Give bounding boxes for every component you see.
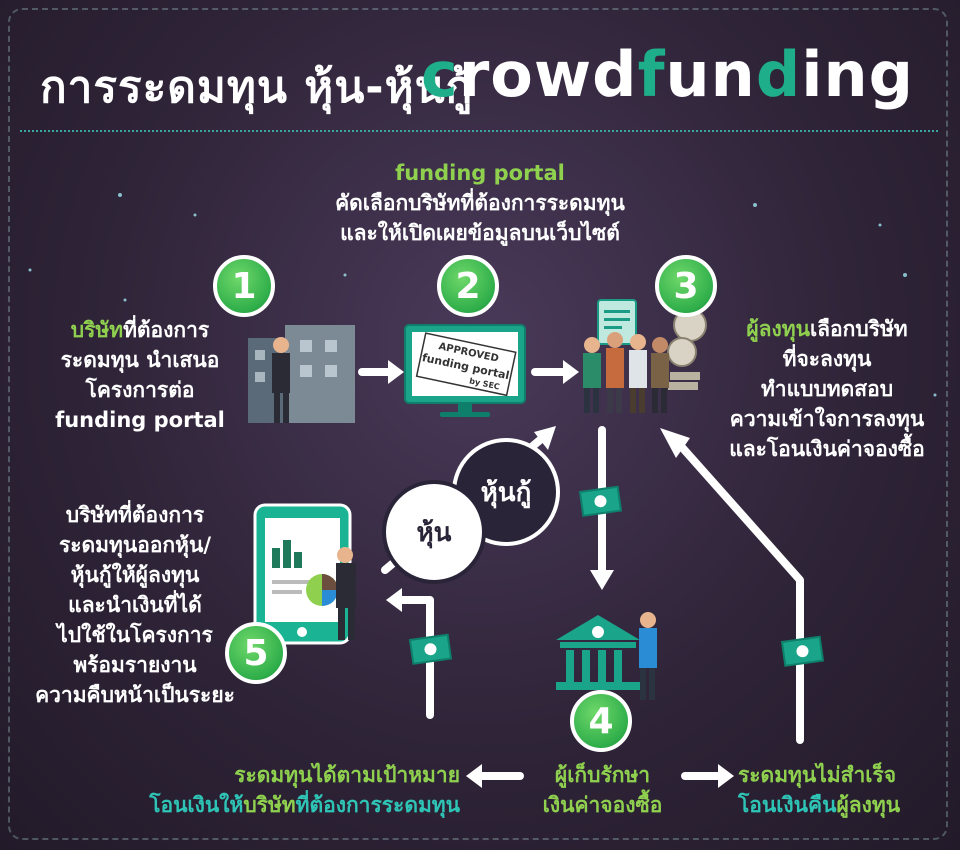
step-1-badge: 1: [213, 255, 275, 317]
building-icon: [248, 325, 355, 423]
success-text: ระดมทุนได้ตามเป้าหมาย โอนเงินให้บริษัทที…: [140, 760, 460, 820]
title-crowdfunding-part: rowd: [458, 38, 638, 111]
step-3-l2: ที่จะลงทุน: [782, 347, 872, 371]
monitor-icon: APPROVED funding portal by SEC: [404, 324, 526, 417]
step-2-badge: 2: [437, 255, 499, 317]
money-icon: [408, 485, 825, 667]
title-crowdfunding-part: ing: [801, 38, 914, 111]
step-3-investor: ผู้ลงทุน: [746, 317, 810, 341]
fail-l1: ระดมทุนไม่สำเร็จ: [738, 763, 897, 787]
step-3-text: ผู้ลงทุนเลือกบริษัท ที่จะลงทุน ทำแบบทดสอ…: [712, 314, 942, 464]
page-frame: [8, 8, 948, 840]
step-5-l4: และนำเงินที่ได้: [68, 593, 202, 617]
portal-line-1: คัดเลือกบริษัทที่ต้องการระดมทุน: [335, 191, 625, 215]
title-crowdfunding-part: f: [637, 38, 666, 111]
step-5-l5: ไปใช้ในโครงการ: [57, 623, 213, 647]
step-4-text: ผู้เก็บรักษา เงินค่าจองซื้อ: [520, 760, 685, 820]
step-3-l4: ความเข้าใจการลงทุน: [729, 407, 925, 431]
step-3-l1: เลือกบริษัท: [809, 317, 908, 341]
fail-text: ระดมทุนไม่สำเร็จ โอนเงินคืนผู้ลงทุน: [738, 760, 938, 820]
success-transfer: โอนเงินให้: [149, 793, 244, 817]
step-5-l2: ระดมทุนออกหุ้น/: [58, 533, 212, 557]
tablet-chart-icon: [253, 503, 356, 645]
portal-description: funding portal คัดเลือกบริษัทที่ต้องการร…: [260, 158, 700, 248]
portal-line-2: และให้เปิดเผยข้อมูลบนเว็บไซต์: [340, 221, 620, 245]
step-1-l1: ที่ต้องการ: [123, 318, 210, 342]
bank-icon: [556, 612, 657, 700]
success-rest: ที่ต้องการระดมทุน: [295, 793, 460, 817]
investors-icon: [583, 299, 707, 413]
step-3-l3: ทำแบบทดสอบ: [760, 377, 894, 401]
step-3-badge: 3: [655, 255, 717, 317]
step-5-l7: ความคืบหน้าเป็นระยะ: [35, 683, 235, 707]
step-5-badge: 5: [225, 622, 287, 684]
title-crowdfunding-part: un: [665, 38, 756, 111]
step-1-l4: funding portal: [55, 408, 225, 432]
step-4-l1: ผู้เก็บรักษา: [554, 763, 651, 787]
fail-investor: ผู้ลงทุน: [836, 793, 901, 817]
step-5-text: บริษัทที่ต้องการ ระดมทุนออกหุ้น/ หุ้นกู้…: [20, 500, 250, 710]
step-3-l5: และโอนเงินค่าจองซื้อ: [729, 437, 925, 461]
title-crowdfunding: crowdfunding: [421, 38, 914, 111]
success-l1: ระดมทุนได้ตามเป้าหมาย: [234, 763, 460, 787]
step-4-l2: เงินค่าจองซื้อ: [542, 793, 663, 817]
title-crowdfunding-part: d: [755, 38, 802, 111]
step-4-badge: 4: [570, 690, 632, 752]
step-5-l1: บริษัทที่ต้องการ: [65, 503, 205, 527]
portal-heading: funding portal: [395, 161, 565, 185]
title-crowdfunding-part: c: [420, 38, 459, 111]
step-1-l2: ระดมทุน นำเสนอ: [60, 348, 220, 372]
stars: [28, 193, 937, 397]
success-company: บริษัท: [243, 793, 296, 817]
step-1-company: บริษัท: [70, 318, 124, 342]
step-5-l3: หุ้นกู้ให้ผู้ลงทุน: [70, 563, 200, 587]
title-thai: การระดมทุน หุ้น-หุ้นกู้: [40, 62, 474, 113]
arrow-heads: [386, 360, 734, 788]
step-5-l6: พร้อมรายงาน: [73, 653, 197, 677]
step-1-l3: โครงการต่อ: [85, 378, 195, 402]
title-divider: [20, 130, 938, 132]
fail-refund: โอนเงินคืน: [738, 793, 837, 817]
page-title: การระดมทุน หุ้น-หุ้นกู้ crowdfunding: [40, 38, 920, 118]
stock-bubble: หุ้น: [382, 480, 486, 584]
step-1-text: บริษัทที่ต้องการ ระดมทุน นำเสนอ โครงการต…: [40, 315, 240, 435]
